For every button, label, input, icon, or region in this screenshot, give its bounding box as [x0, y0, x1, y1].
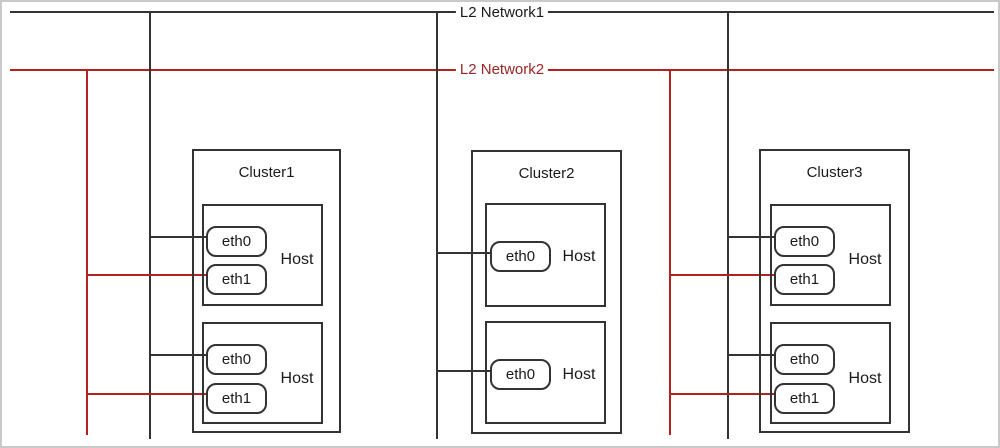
- cluster2-box: Cluster2 eth0 Host eth0 Host: [471, 150, 622, 434]
- cluster3-host1-label: Host: [848, 251, 882, 268]
- connector-c3-host2-eth1: [669, 393, 774, 395]
- cluster1-host2-eth1-badge: eth1: [206, 383, 267, 414]
- connector-c1-host2-eth0: [149, 354, 206, 356]
- cluster1-host2-box: eth0 eth1 Host: [202, 322, 323, 424]
- cluster1-host1-eth0-badge: eth0: [206, 226, 267, 257]
- connector-c1-host1-eth1: [86, 274, 206, 276]
- net2-drop-cluster1: [86, 69, 88, 435]
- net1-drop-cluster2: [436, 11, 438, 439]
- connector-c3-host1-eth1: [669, 274, 774, 276]
- cluster3-host2-label: Host: [848, 370, 882, 387]
- connector-c3-host1-eth0: [727, 236, 774, 238]
- cluster2-title: Cluster2: [518, 165, 575, 182]
- cluster2-host2-label: Host: [562, 366, 596, 383]
- connector-c1-host1-eth0: [149, 236, 206, 238]
- connector-c1-host2-eth1: [86, 393, 206, 395]
- cluster3-box: Cluster3 eth0 eth1 Host eth0 eth1 Host: [759, 149, 910, 433]
- cluster2-host2-box: eth0 Host: [485, 321, 606, 424]
- cluster2-host1-label: Host: [562, 248, 596, 265]
- cluster1-host2-label: Host: [280, 370, 314, 387]
- cluster3-title: Cluster3: [806, 164, 863, 181]
- cluster1-host1-eth1-badge: eth1: [206, 264, 267, 295]
- cluster1-host1-box: eth0 eth1 Host: [202, 204, 323, 306]
- cluster3-host2-box: eth0 eth1 Host: [770, 322, 891, 424]
- cluster3-host2-eth1-badge: eth1: [774, 383, 835, 414]
- cluster2-host2-eth0-badge: eth0: [490, 359, 551, 390]
- connector-c3-host2-eth0: [727, 354, 774, 356]
- cluster3-host1-box: eth0 eth1 Host: [770, 204, 891, 306]
- cluster1-box: Cluster1 eth0 eth1 Host eth0 eth1 Host: [192, 149, 341, 433]
- cluster1-host2-eth0-badge: eth0: [206, 344, 267, 375]
- cluster3-host1-eth1-badge: eth1: [774, 264, 835, 295]
- cluster2-host1-eth0-badge: eth0: [490, 241, 551, 272]
- cluster2-host1-box: eth0 Host: [485, 203, 606, 307]
- connector-c2-host2-eth0: [436, 370, 490, 372]
- l2-network1-label: L2 Network1: [455, 4, 549, 21]
- connector-c2-host1-eth0: [436, 252, 490, 254]
- net1-drop-cluster3: [727, 11, 729, 439]
- l2-network2-label: L2 Network2: [455, 61, 549, 78]
- cluster1-title: Cluster1: [238, 164, 295, 181]
- net2-drop-cluster3: [669, 69, 671, 435]
- cluster1-host1-label: Host: [280, 251, 314, 268]
- cluster3-host1-eth0-badge: eth0: [774, 226, 835, 257]
- net1-drop-cluster1: [149, 11, 151, 439]
- cluster3-host2-eth0-badge: eth0: [774, 344, 835, 375]
